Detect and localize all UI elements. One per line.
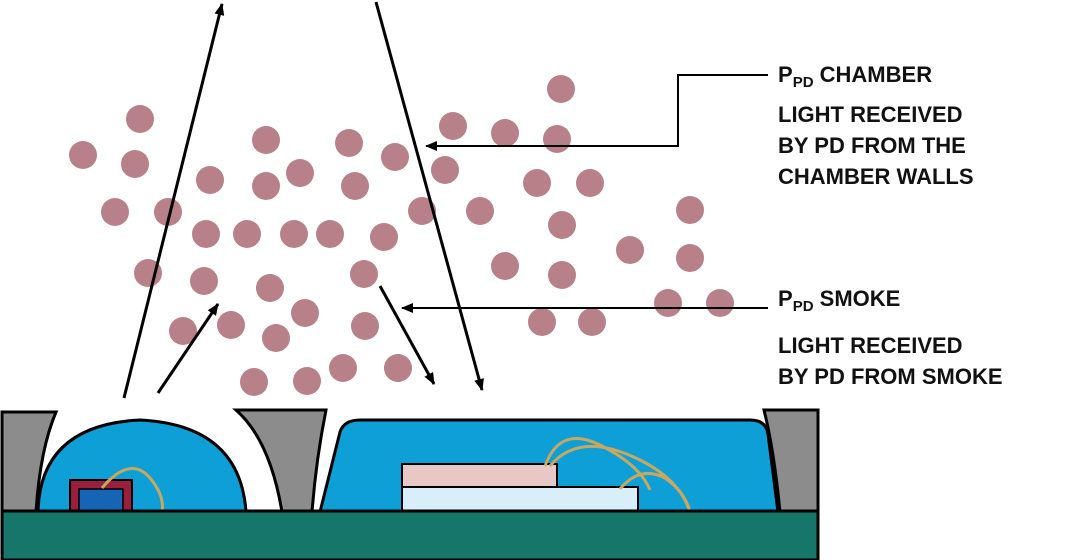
smoke-particle: [169, 317, 197, 345]
smoke-particle: [233, 220, 261, 248]
led-bond-wire: [100, 467, 164, 513]
smoke-particle: [548, 211, 576, 239]
smoke-particles: [69, 75, 734, 396]
middle-chamber-wall: [232, 408, 328, 514]
chamber-leader-line: [425, 74, 768, 151]
smoke-particle: [196, 166, 224, 194]
smoke-particle: [341, 172, 369, 200]
smoke-particle: [491, 252, 519, 280]
smoke-particle: [101, 198, 129, 226]
smoke-label-line-2: BY PD FROM SMOKE: [778, 364, 1003, 389]
chamber-label-title: PPD CHAMBER: [778, 62, 932, 91]
smoke-particle: [706, 289, 734, 317]
smoke-particle: [578, 308, 606, 336]
smoke-particle: [491, 119, 519, 147]
smoke-particle: [384, 354, 412, 382]
smoke-particle: [676, 244, 704, 272]
smoke-particle: [431, 156, 459, 184]
smoke-particle: [154, 198, 182, 226]
smoke-particle: [329, 354, 357, 382]
smoke-particle: [676, 196, 704, 224]
chamber-reflection-arrow: [374, 1, 484, 391]
smoke-particle: [381, 143, 409, 171]
smoke-particle: [576, 169, 604, 197]
smoke-particle: [280, 220, 308, 248]
smoke-label-line-1: LIGHT RECEIVED: [778, 333, 963, 358]
light-to-smoke-arrow: [156, 303, 220, 394]
smoke-particle: [192, 220, 220, 248]
smoke-particle: [240, 368, 268, 396]
chamber-label-line-1: LIGHT RECEIVED: [778, 102, 963, 127]
smoke-particle: [291, 299, 319, 327]
smoke-particle: [256, 274, 284, 302]
smoke-particle: [316, 220, 344, 248]
smoke-particle: [69, 141, 97, 169]
smoke-particle: [350, 260, 378, 288]
smoke-particle: [335, 129, 363, 157]
chamber-label-line-3: CHAMBER WALLS: [778, 164, 974, 189]
smoke-particle: [528, 308, 556, 336]
smoke-particle: [547, 75, 575, 103]
smoke-particle: [121, 150, 149, 178]
smoke-particle: [543, 125, 571, 153]
smoke-particle: [548, 261, 576, 289]
smoke-particle: [217, 311, 245, 339]
smoke-particle: [408, 197, 436, 225]
smoke-particle: [370, 223, 398, 251]
emission-cone-left-arrow: [122, 3, 225, 399]
substrate: [0, 509, 820, 560]
smoke-particle: [262, 324, 290, 352]
smoke-particle: [126, 105, 154, 133]
smoke-scatter-arrow: [378, 285, 436, 385]
smoke-particle: [293, 367, 321, 395]
smoke-particle: [252, 126, 280, 154]
photodiode-bond-wires: [543, 436, 692, 513]
smoke-particle: [466, 197, 494, 225]
smoke-particle: [252, 172, 280, 200]
photodiode-chip-top: [401, 463, 558, 488]
chamber-label-line-2: BY PD FROM THE: [778, 133, 966, 158]
smoke-particle: [523, 169, 551, 197]
smoke-particle: [286, 159, 314, 187]
smoke-label-title: PPD SMOKE: [778, 286, 900, 315]
smoke-particle: [351, 312, 379, 340]
smoke-particle: [439, 112, 467, 140]
smoke-particle: [134, 259, 162, 287]
smoke-particle: [654, 289, 682, 317]
smoke-particle: [190, 267, 218, 295]
smoke-particle: [616, 236, 644, 264]
